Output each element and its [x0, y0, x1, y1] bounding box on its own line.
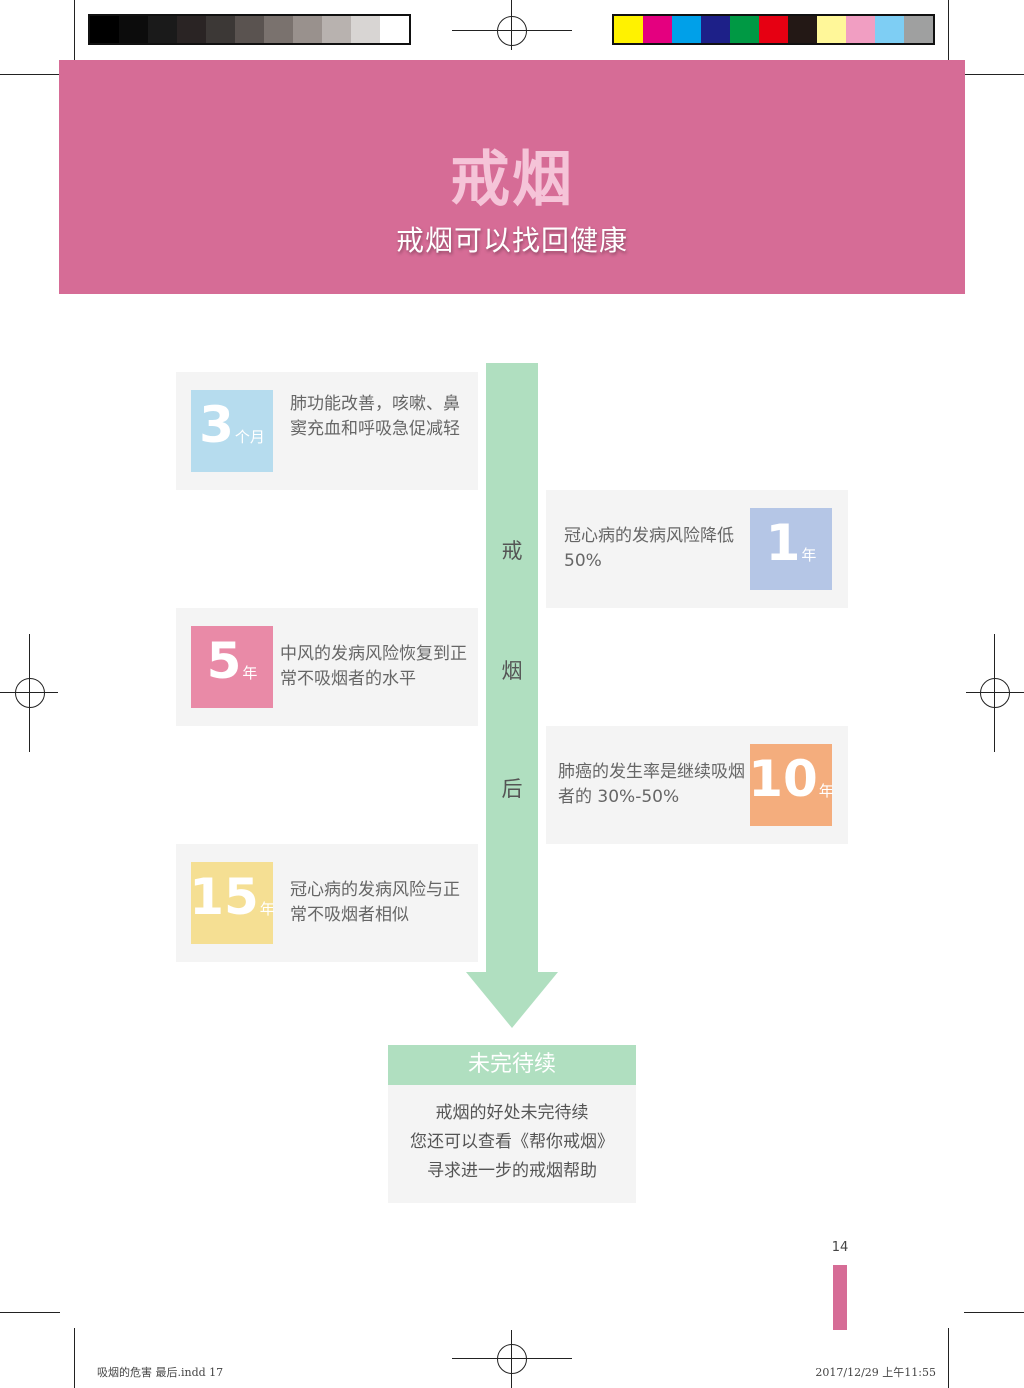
- to-be-continued-title: 未完待续: [388, 1045, 636, 1085]
- color-swatch: [788, 16, 817, 43]
- color-swatch: [875, 16, 904, 43]
- continued-line: 您还可以查看《帮你戒烟》: [410, 1132, 614, 1152]
- color-swatch: [148, 16, 177, 43]
- badge-number: 10: [748, 750, 818, 808]
- color-swatch: [206, 16, 235, 43]
- badge-number: 5: [206, 632, 242, 690]
- color-swatch: [380, 16, 409, 43]
- color-swatch: [701, 16, 730, 43]
- card-text: 中风的发病风险恢复到正常不吸烟者的水平: [280, 644, 467, 689]
- header-banner: 戒烟 戒烟可以找回健康: [59, 60, 965, 294]
- timeline-label-char: 烟: [501, 659, 523, 683]
- slug-filename: 吸烟的危害 最后.indd 17: [97, 1366, 224, 1379]
- badge-number: 1: [765, 514, 801, 572]
- color-swatch: [90, 16, 119, 43]
- header-subtitle: 戒烟可以找回健康: [395, 224, 628, 257]
- crop-mark: [948, 1328, 949, 1388]
- badge-unit: 年: [259, 900, 275, 918]
- color-swatch: [119, 16, 148, 43]
- card-text: 肺功能改善，咳嗽、鼻窦充血和呼吸急促减轻: [290, 394, 460, 439]
- gray-color-bar: [88, 14, 411, 45]
- badge-unit: 年: [818, 782, 834, 800]
- header-big-title: 戒烟: [450, 145, 574, 215]
- registration-circle-icon: [15, 678, 45, 708]
- color-swatch: [177, 16, 206, 43]
- to-be-continued-box: 戒烟的好处未完待续 您还可以查看《帮你戒烟》 寻求进一步的戒烟帮助: [388, 1085, 636, 1203]
- badge-number: 15: [189, 868, 259, 926]
- color-swatch: [730, 16, 759, 43]
- crop-mark: [964, 74, 1024, 75]
- crop-mark: [948, 0, 949, 60]
- continued-line: 戒烟的好处未完待续: [435, 1103, 589, 1123]
- color-swatch: [904, 16, 933, 43]
- badge-unit: 个月: [234, 428, 265, 446]
- timeline-arrow-stem: [486, 363, 538, 975]
- cmyk-color-bar: [612, 14, 935, 45]
- card-text: 肺癌的发生率是继续吸烟者的 30%-50%: [558, 762, 745, 807]
- crop-mark: [964, 1312, 1024, 1313]
- registration-circle-icon: [497, 1344, 527, 1374]
- continued-line: 寻求进一步的戒烟帮助: [427, 1161, 597, 1181]
- color-swatch: [235, 16, 264, 43]
- crop-mark: [0, 1312, 60, 1313]
- page-number-bar: [833, 1265, 847, 1330]
- color-swatch: [846, 16, 875, 43]
- color-swatch: [643, 16, 672, 43]
- color-swatch: [264, 16, 293, 43]
- badge-unit: 年: [801, 546, 817, 564]
- crop-mark: [74, 0, 75, 60]
- slug-datetime: 2017/12/29 上午11:55: [815, 1366, 936, 1379]
- color-swatch: [759, 16, 788, 43]
- color-swatch: [293, 16, 322, 43]
- timeline-arrowhead: [466, 972, 558, 1028]
- crop-mark: [0, 74, 60, 75]
- badge-number: 3: [199, 396, 234, 454]
- page-number: 14: [831, 1240, 849, 1255]
- card-text: 冠心病的发病风险降低 50%: [564, 526, 734, 571]
- color-swatch: [817, 16, 846, 43]
- timeline-label-char: 后: [501, 777, 523, 801]
- timeline-label-char: 戒: [501, 539, 523, 563]
- color-swatch: [614, 16, 643, 43]
- color-swatch: [322, 16, 351, 43]
- crop-mark: [74, 1328, 75, 1388]
- registration-circle-icon: [497, 16, 527, 46]
- registration-circle-icon: [980, 678, 1010, 708]
- color-swatch: [351, 16, 380, 43]
- badge-unit: 年: [242, 664, 258, 682]
- card-text: 冠心病的发病风险与正常不吸烟者相似: [290, 880, 460, 925]
- color-swatch: [672, 16, 701, 43]
